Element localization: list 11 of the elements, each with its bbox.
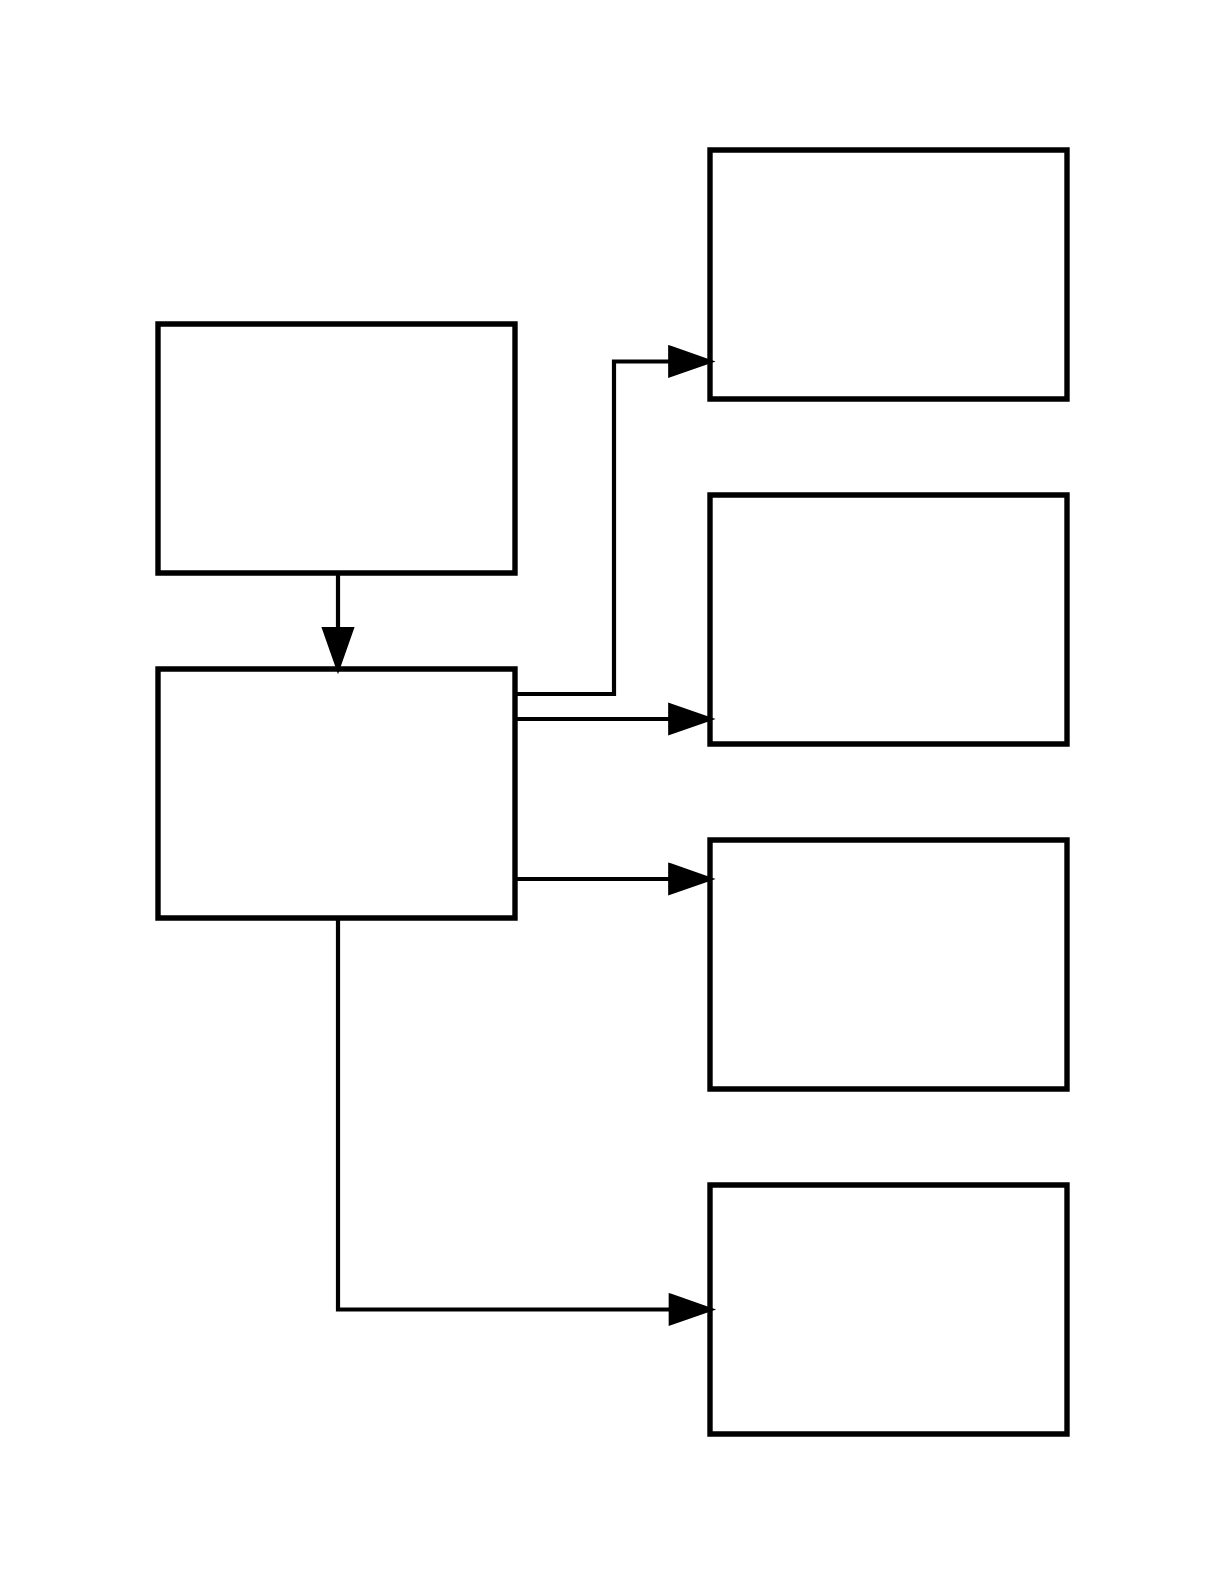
node-box xyxy=(154,321,518,576)
node-box xyxy=(706,837,1070,1092)
arrow xyxy=(515,702,716,736)
arrow xyxy=(514,344,716,697)
arrow xyxy=(320,573,355,675)
node-box xyxy=(154,666,518,921)
arrow xyxy=(515,862,716,896)
node-box xyxy=(706,1182,1070,1437)
node-box xyxy=(706,147,1070,402)
node-box xyxy=(706,492,1070,747)
arrow xyxy=(335,918,716,1327)
